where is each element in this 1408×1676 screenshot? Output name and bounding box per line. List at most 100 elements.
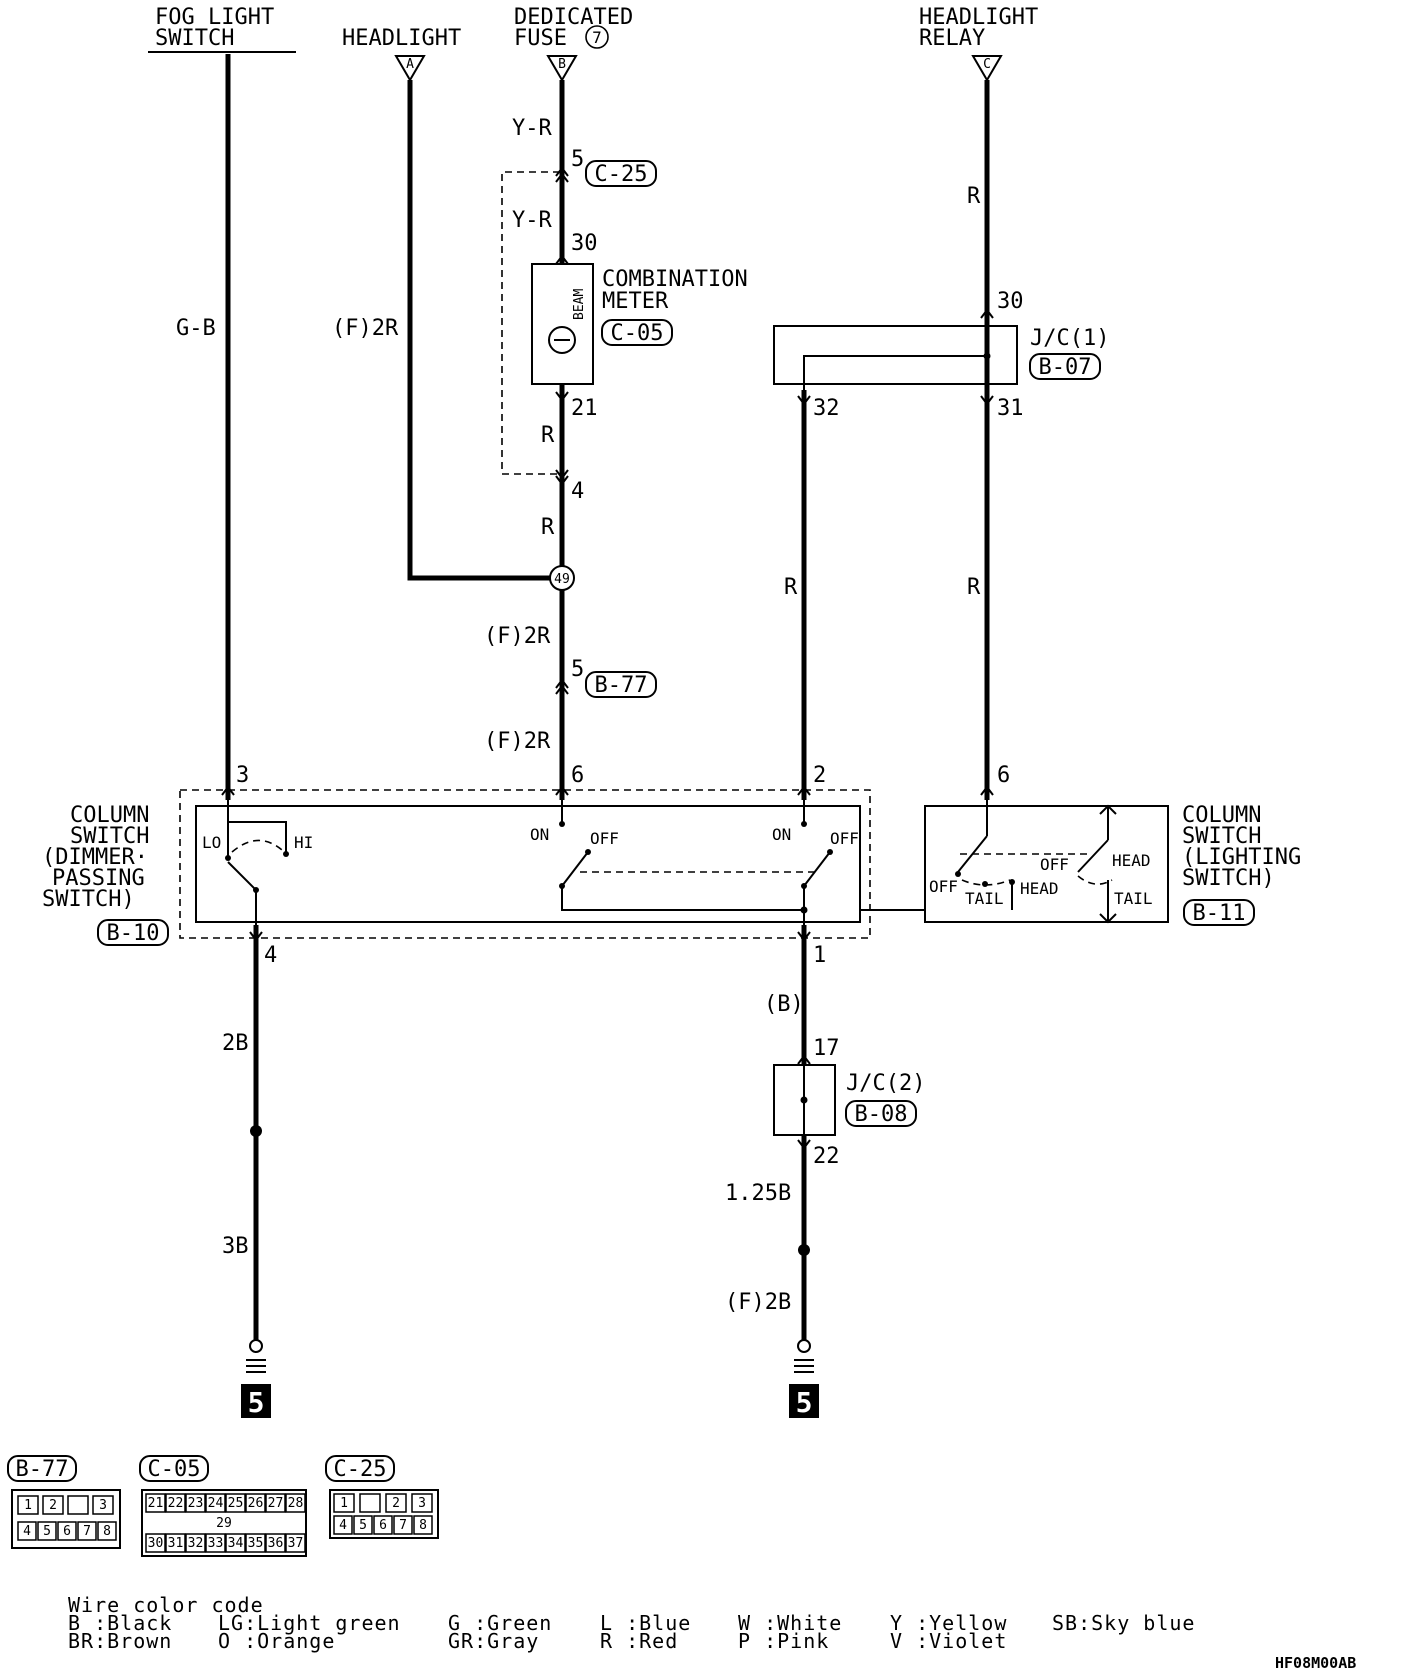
wire-label-jc1-right: R [967, 575, 981, 600]
wire-headlight [407, 80, 557, 581]
pin-jc2-out: 22 [813, 1144, 840, 1169]
connector-tags: C-25 C-05 B-77 B-07 B-10 B-11 B-08 [97, 160, 1255, 1127]
b77-pin-top-0: 1 [24, 1498, 32, 1513]
chevron-col-4 [249, 931, 263, 942]
on1-contact [559, 821, 565, 827]
lighting-tail-contact [982, 881, 988, 887]
legend-entry: GR:Gray [448, 1629, 539, 1653]
on2-label: ON [772, 825, 791, 844]
chevron-jc1-left [797, 395, 811, 406]
b77-pin-bottom-0-cell [17, 1521, 37, 1541]
lo-label: LO [202, 833, 221, 852]
lighting-label-1: COLUMN [1182, 803, 1261, 828]
view-c05-tag: C-05 [148, 1457, 201, 1482]
fuse-number-circle [585, 25, 609, 49]
meter-box [531, 263, 594, 385]
jc1-internal-bus [803, 355, 987, 390]
b77-pin-bottom-2-cell [57, 1521, 77, 1541]
wire-label-col-right: (B) [764, 992, 804, 1017]
headlight-relay-label-1: HEADLIGHT [919, 5, 1038, 30]
chevron-meter-out [555, 391, 569, 402]
lo-contact [225, 855, 231, 861]
c05-pin-top-1: 22 [168, 1496, 184, 1511]
b77-pin-bottom-1: 5 [43, 1524, 51, 1539]
column-switch-dimmer: LO HI ON OFF ON OFF COLUMN SWITCH (DIMME… [42, 789, 871, 939]
dimmer-outer-dashed [179, 789, 871, 939]
ground-left-terminal [249, 1339, 263, 1353]
pin-light-6: 6 [997, 763, 1010, 788]
c05-pin-top-5-cell [245, 1493, 266, 1513]
view-b77-tag-box [7, 1455, 77, 1482]
jc1-node [983, 352, 991, 360]
pin-col-6: 6 [571, 763, 584, 788]
pin-meter-out: 21 [571, 396, 598, 421]
lighting-off-label-b: OFF [929, 877, 958, 896]
ground-right-badge [789, 1384, 819, 1418]
wire-color-code-legend: Wire color code B :BlackBR:BrownLG:Light… [68, 1593, 1194, 1653]
wire-labels: G-B (F)2R Y-R Y-R R R (F)2R (F)2R R R R … [176, 116, 981, 1315]
c25-pin-bottom-1: 5 [359, 1518, 367, 1533]
splice-49-label: 49 [554, 572, 570, 587]
c05-pin-top-4-cell [225, 1493, 246, 1513]
passing-arm-1 [561, 851, 589, 887]
tag-b10: B-10 [107, 921, 160, 946]
chevron-jc2-in [797, 1054, 811, 1065]
lighting-off-contact [955, 871, 961, 877]
lighting-switch-box [924, 805, 1169, 923]
figure-code: HF08M00AB [1275, 1654, 1356, 1672]
headlight-connector-letter: A [406, 57, 414, 72]
ground-left-badge [241, 1384, 271, 1418]
chevron-c25-a [555, 166, 569, 177]
fog-light-switch-label-1: FOG LIGHT [155, 5, 274, 30]
c05-pin-bottom-3-cell [205, 1533, 226, 1553]
tag-b77-box [585, 671, 657, 698]
beam-indicator-lamp [548, 326, 576, 354]
c25-pin-bottom-0: 4 [339, 1518, 347, 1533]
jc1-box [773, 325, 1018, 385]
wire-label-fog: G-B [176, 316, 216, 341]
c25-pin-top-2: 2 [392, 1496, 400, 1511]
tag-b11: B-11 [1193, 901, 1246, 926]
off2-contact [827, 849, 833, 855]
c25-pin-bottom-2-cell [373, 1515, 393, 1535]
legend-entry: Y :Yellow [890, 1611, 1007, 1635]
view-c25-tag-box [325, 1455, 395, 1482]
lighting-out-arrow [1099, 913, 1117, 924]
legend-entry: BR:Brown [68, 1629, 172, 1653]
b77-pin-top-3-cell [92, 1495, 114, 1515]
c05-pin-top-7: 28 [288, 1496, 304, 1511]
dedicated-fuse-label-2: FUSE [514, 26, 567, 51]
legend-entry: G :Green [448, 1611, 552, 1635]
dedicated-fuse-label-1: DEDICATED [514, 5, 633, 30]
wire-label-jc2-out-2: (F)2B [725, 1290, 791, 1315]
dimmer-arm [227, 861, 257, 891]
tag-b08: B-08 [855, 1102, 908, 1127]
legend-entry: R :Red [600, 1629, 678, 1653]
legend-entry: V :Violet [890, 1629, 1007, 1653]
c05-pin-top-3-cell [205, 1493, 226, 1513]
c05-pin-top-0-cell [145, 1493, 166, 1513]
c05-pin-top-3: 24 [208, 1496, 224, 1511]
hi-contact [283, 851, 289, 857]
ground-left-number: 5 [248, 1386, 265, 1419]
chevron-c25-out-a [555, 469, 569, 480]
c05-pin-bottom-0-cell [145, 1533, 166, 1553]
meter-label-1: COMBINATION [602, 267, 748, 292]
pin-col-3: 3 [236, 763, 249, 788]
chevron-meter-in [555, 254, 569, 265]
lighting-head-label-a: HEAD [1112, 851, 1151, 870]
dedicated-fuse-source: DEDICATED FUSE 7 B [514, 5, 633, 82]
chevron-b77-a [555, 678, 569, 689]
combination-meter: BEAM COMBINATION METER [531, 263, 748, 385]
view-c05-mid: 29 [216, 1516, 232, 1531]
tag-b08-box [845, 1100, 917, 1127]
jc1-label: J/C(1) [1030, 326, 1109, 351]
legend-entry: B :Black [68, 1611, 172, 1635]
chevron-b77-b [555, 684, 569, 695]
c05-pin-top-1-cell [165, 1493, 186, 1513]
b77-pin-bottom-0: 4 [23, 1524, 31, 1539]
lighting-arm-2 [1077, 839, 1109, 873]
ground-right: 5 [789, 1339, 819, 1419]
